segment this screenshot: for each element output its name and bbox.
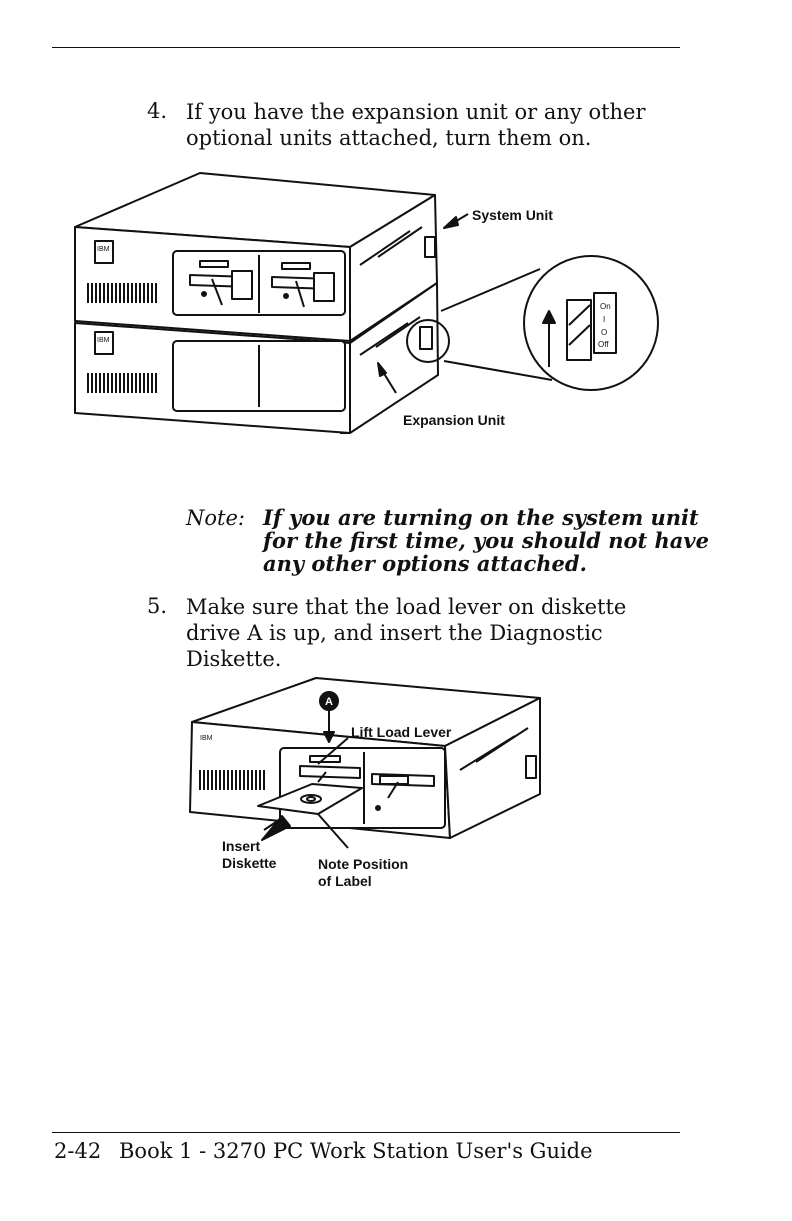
step-4-line-1: If you have the expansion unit or any ot…	[186, 100, 646, 124]
insert-line-1: Insert	[222, 838, 261, 854]
step-5-line-2: drive A is up, and insert the Diagnostic	[186, 621, 603, 645]
lift-load-lever-label: Lift Load Lever	[351, 724, 452, 740]
note-line-3: any other options attached.	[263, 551, 587, 576]
step-5-text: Make sure that the load lever on diskett…	[186, 594, 626, 672]
step-5-number: 5.	[147, 594, 168, 618]
switch-zero-text: O	[601, 328, 607, 337]
footer-rule	[52, 1132, 680, 1133]
footer-page-number: 2-42	[54, 1139, 102, 1163]
figure-insert-diskette: IBM A	[189, 677, 541, 849]
footer-title: Book 1 - 3270 PC Work Station User's Gui…	[119, 1139, 593, 1163]
switch-off-text: Off	[598, 340, 609, 349]
note-line-1: If you are turning on the system unit	[263, 505, 699, 530]
switch-on-text: On	[600, 302, 611, 311]
header-rule	[52, 47, 680, 48]
step-5-line-1: Make sure that the load lever on diskett…	[186, 595, 627, 619]
system-logo-text: IBM	[97, 246, 110, 253]
expansion-logo-text: IBM	[97, 337, 110, 344]
step-4-line-2: optional units attached, turn them on.	[186, 126, 592, 150]
insert-diskette-label: Insert Diskette	[222, 838, 276, 872]
expansion-unit-label: Expansion Unit	[403, 412, 505, 428]
note-label: Note:	[186, 506, 245, 530]
note-position-line-2: of Label	[318, 873, 372, 889]
step-5-line-3: Diskette.	[186, 647, 282, 671]
system-unit-label: System Unit	[472, 207, 553, 223]
note-position-label: Note Position of Label	[318, 856, 408, 890]
switch-one-text: I	[603, 315, 605, 324]
note-position-line-1: Note Position	[318, 856, 409, 872]
insert-line-2: Diskette	[222, 855, 277, 871]
step-4-text: If you have the expansion unit or any ot…	[186, 99, 646, 151]
badge-a-text: A	[325, 696, 333, 708]
note-line-2: for the first time, you should not have	[263, 528, 709, 553]
figure-system-expansion-units: IBM IBM On I O Off	[74, 172, 659, 434]
fig2-logo-text: IBM	[200, 735, 213, 742]
step-4-number: 4.	[147, 99, 168, 123]
note-text: If you are turning on the system unit fo…	[263, 506, 709, 575]
